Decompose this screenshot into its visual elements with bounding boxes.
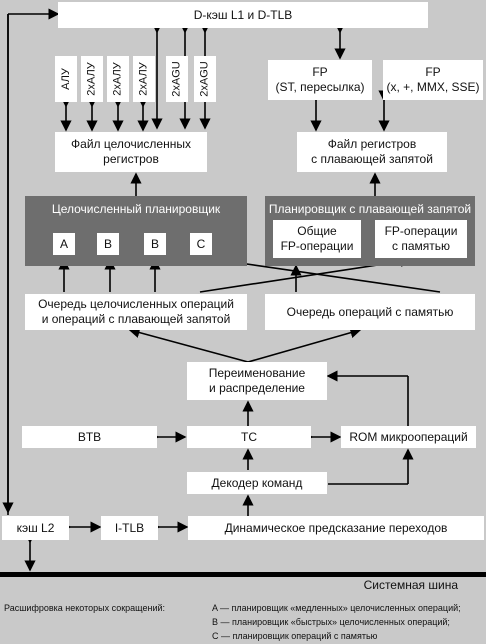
btb-label: BTB (77, 429, 102, 444)
legend-title: Расшифровка некоторых сокращений: (4, 603, 166, 613)
itlb-label: I-TLB (114, 520, 145, 535)
btb-box: BTB (22, 426, 157, 448)
fp-store-label: FP (ST, пересылка) (275, 65, 365, 94)
l2-cache-label: кэш L2 (16, 520, 55, 535)
microcode-rom-box: ROM микроопераций (341, 426, 476, 448)
alu-unit-label: АЛУ (59, 68, 72, 90)
agu-unit-2: 2хAGU (194, 56, 216, 102)
l2-cache-box: кэш L2 (2, 516, 69, 540)
alu-unit-label: 2хАЛУ (86, 62, 98, 96)
legend-list: A — планировщик «медленных» целочисленны… (212, 601, 461, 643)
agu-unit-1: 2хAGU (166, 56, 188, 102)
alu-unit-3: 2хАЛУ (107, 56, 129, 102)
alu-unit-label: 2хАЛУ (138, 62, 150, 96)
int-register-file-label: Файл целочисленных регистров (71, 137, 191, 166)
system-bus-bar (0, 572, 486, 577)
branch-prediction-label: Динамическое предсказание переходов (224, 520, 448, 535)
system-bus-label: Системная шина (363, 578, 458, 592)
sched-fast-int-b: B (144, 233, 166, 255)
fp-scheduler-title: Планировщик с плавающей запятой (268, 202, 472, 216)
trace-cache-box: TC (187, 426, 311, 448)
alu-unit-2: 2хАЛУ (81, 56, 103, 102)
int-scheduler: Целочисленный планировщик A B B C (25, 196, 247, 266)
agu-unit-label: 2хAGU (199, 61, 211, 97)
memory-queue-label: Очередь операций с памятью (286, 304, 454, 319)
int-fp-queue: Очередь целочисленных операций и операци… (25, 294, 247, 330)
memory-queue: Очередь операций с памятью (265, 294, 475, 330)
legend-item: A — планировщик «медленных» целочисленны… (212, 603, 461, 613)
itlb-box: I-TLB (101, 516, 158, 540)
sched-slow-int-a: A (53, 233, 75, 255)
trace-cache-label: TC (241, 429, 257, 444)
legend-item: C — планировщик операций с памятью (212, 631, 378, 641)
int-scheduler-title: Целочисленный планировщик (51, 202, 221, 216)
sched-memory-c: C (190, 233, 212, 255)
fp-register-file-label: Файл регистров с плавающей запятой (311, 137, 433, 166)
fp-mmx-sse-label: FP (x, +, MMX, SSE) (386, 65, 480, 94)
agu-unit-label: 2хAGU (171, 61, 183, 97)
alu-unit-4: 2хАЛУ (133, 56, 155, 102)
dcache-l1-box: D-кэш L1 и D-TLB (58, 2, 428, 28)
fp-scheduler: Планировщик с плавающей запятой Общие FP… (265, 196, 475, 266)
rename-allocate: Переименование и распределение (187, 362, 327, 400)
alu-unit-label: 2хАЛУ (112, 62, 124, 96)
fp-store-unit: FP (ST, пересылка) (268, 60, 372, 100)
int-register-file: Файл целочисленных регистров (55, 132, 207, 172)
dcache-label: D-кэш L1 и D-TLB (193, 7, 293, 22)
alu-unit-1: АЛУ (55, 56, 77, 102)
fp-mmx-sse-unit: FP (x, +, MMX, SSE) (383, 60, 483, 100)
microcode-rom-label: ROM микроопераций (349, 429, 468, 444)
legend-item: B — планировщик «быстрых» целочисленных … (212, 617, 450, 627)
sched-fast-int-b: B (97, 233, 119, 255)
fp-general-ops: Общие FP-операции (273, 220, 361, 258)
rename-allocate-label: Переименование и распределение (208, 366, 306, 395)
fp-memory-ops: FP-операции с памятью (375, 220, 467, 258)
int-fp-queue-label: Очередь целочисленных операций и операци… (38, 297, 234, 326)
fp-register-file: Файл регистров с плавающей запятой (297, 132, 447, 172)
instruction-decoder-label: Декодер команд (211, 475, 303, 490)
instruction-decoder: Декодер команд (187, 472, 327, 494)
branch-prediction-box: Динамическое предсказание переходов (188, 516, 484, 540)
